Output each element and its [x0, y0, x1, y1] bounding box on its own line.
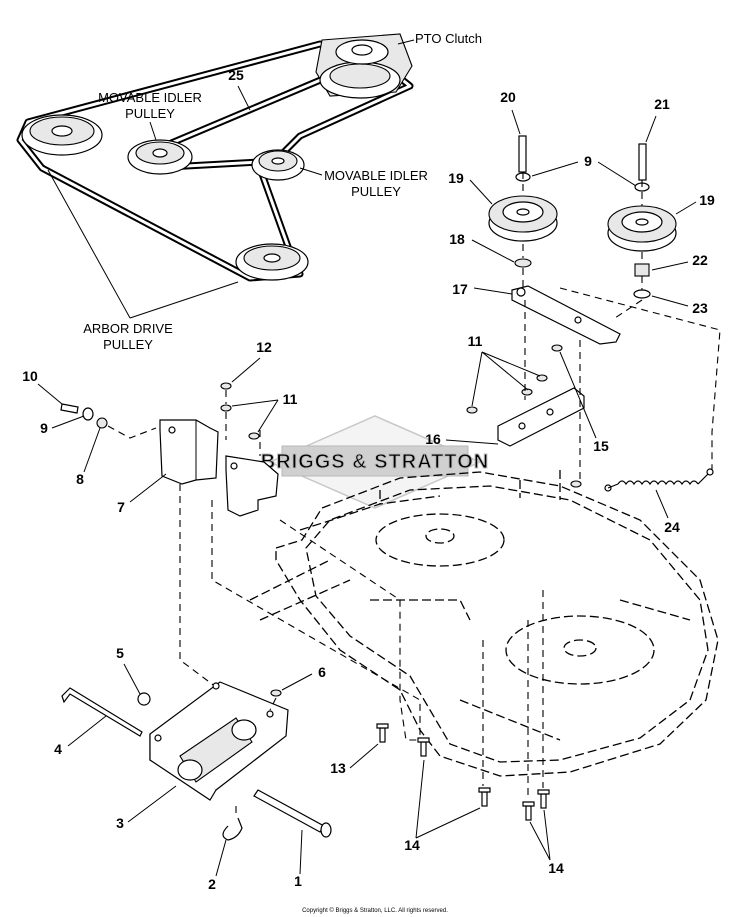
hinge-bracket-3	[149, 681, 289, 801]
bolt-14-a	[420, 741, 427, 757]
bushing-22	[634, 263, 650, 277]
mower-deck	[249, 470, 719, 777]
movable-idler-label-2-line1: MOVABLE IDLER	[324, 168, 428, 183]
part-number-10: 10	[22, 368, 38, 384]
pto-clutch-label: PTO Clutch	[415, 31, 482, 46]
brand-watermark: BRIGGS & STRATTON	[260, 415, 489, 509]
nut-11-c	[466, 406, 478, 414]
movable-idler-label-1-line1: MOVABLE IDLER	[98, 90, 202, 105]
part-number-15: 15	[593, 438, 609, 454]
part-number-22: 22	[692, 252, 708, 268]
bottom-bolts	[376, 590, 550, 821]
belt-assembly	[16, 33, 414, 282]
bolt-20	[518, 135, 527, 173]
part-number-13: 13	[330, 760, 346, 776]
part-number-16: 16	[425, 431, 441, 447]
washer-23	[633, 289, 651, 299]
part-number-12: 12	[256, 339, 272, 355]
part-number-17: 17	[452, 281, 468, 297]
part-number-1: 1	[294, 873, 302, 889]
arbor-drive-pulley-right	[235, 243, 309, 281]
nut-11-b	[521, 388, 533, 396]
spring-24	[604, 468, 714, 492]
bracket-16	[497, 387, 585, 447]
part-number-5: 5	[116, 645, 124, 661]
nut-11-a	[536, 374, 548, 382]
left-bracket-assembly	[60, 382, 430, 841]
bracket-7	[159, 419, 219, 485]
part-number-9-left: 9	[40, 420, 48, 436]
part-number-7: 7	[117, 499, 125, 515]
hairpin-2	[222, 817, 243, 841]
part-number-3: 3	[116, 815, 124, 831]
nut-15	[551, 344, 563, 352]
watermark-text: BRIGGS & STRATTON	[261, 451, 489, 473]
arbor-drive-label-line1: ARBOR DRIVE	[83, 321, 173, 336]
arbor-drive-label-line2: PULLEY	[103, 337, 153, 352]
part-number-6: 6	[318, 664, 326, 680]
bolt-14-d	[540, 793, 547, 809]
part-number-25: 25	[228, 67, 244, 83]
part-number-18: 18	[449, 231, 465, 247]
part-number-21: 21	[654, 96, 670, 112]
copyright-text: Copyright © Briggs & Stratton, LLC. All …	[302, 907, 448, 914]
bolt-14-b	[481, 791, 488, 807]
part-number-4: 4	[54, 741, 62, 757]
part-number-23: 23	[692, 300, 708, 316]
part-number-11-right: 11	[468, 333, 483, 349]
movable-idler-pulley-2	[251, 149, 305, 181]
part-number-9-right-a: 9	[584, 153, 592, 169]
idler-pulley-19-left	[488, 195, 558, 242]
pto-clutch	[315, 33, 413, 99]
part-number-19-right: 19	[699, 192, 715, 208]
bracket-middle	[225, 455, 279, 517]
movable-idler-label-2-line2: PULLEY	[351, 184, 401, 199]
part-number-14-left: 14	[404, 837, 420, 853]
movable-idler-pulley-1	[127, 139, 193, 175]
bolt-10	[60, 403, 79, 414]
part-callouts: 1 2 3 4 5 6 7 8 9 10 11 12 13 14 14 15 1…	[22, 89, 715, 892]
part-number-19-left: 19	[448, 170, 464, 186]
part-number-2: 2	[208, 876, 216, 892]
nut-11-left-b	[248, 432, 260, 440]
part-number-14-right: 14	[548, 860, 564, 876]
nut-12	[220, 382, 232, 390]
spacer-18	[514, 258, 532, 268]
part-number-20: 20	[500, 89, 516, 105]
rod-4	[61, 687, 143, 737]
part-number-11-left: 11	[283, 391, 298, 407]
arbor-drive-pulley-left	[21, 114, 103, 156]
nut-15-b	[570, 480, 582, 488]
nut-8	[96, 417, 108, 429]
idler-assembly	[466, 135, 721, 492]
clip-6	[270, 689, 282, 697]
part-number-8: 8	[76, 471, 84, 487]
washer-9-left	[82, 407, 94, 421]
washer-5	[137, 692, 151, 706]
pin-1	[253, 789, 332, 838]
bolt-14-c	[525, 805, 532, 821]
idler-pulley-19-right	[607, 205, 677, 252]
idler-arm-17	[511, 285, 621, 345]
part-number-24: 24	[664, 519, 680, 535]
bolt-21	[638, 143, 647, 181]
bolt-13	[379, 727, 386, 743]
nut-11-left-a	[220, 404, 232, 412]
movable-idler-label-1-line2: PULLEY	[125, 106, 175, 121]
